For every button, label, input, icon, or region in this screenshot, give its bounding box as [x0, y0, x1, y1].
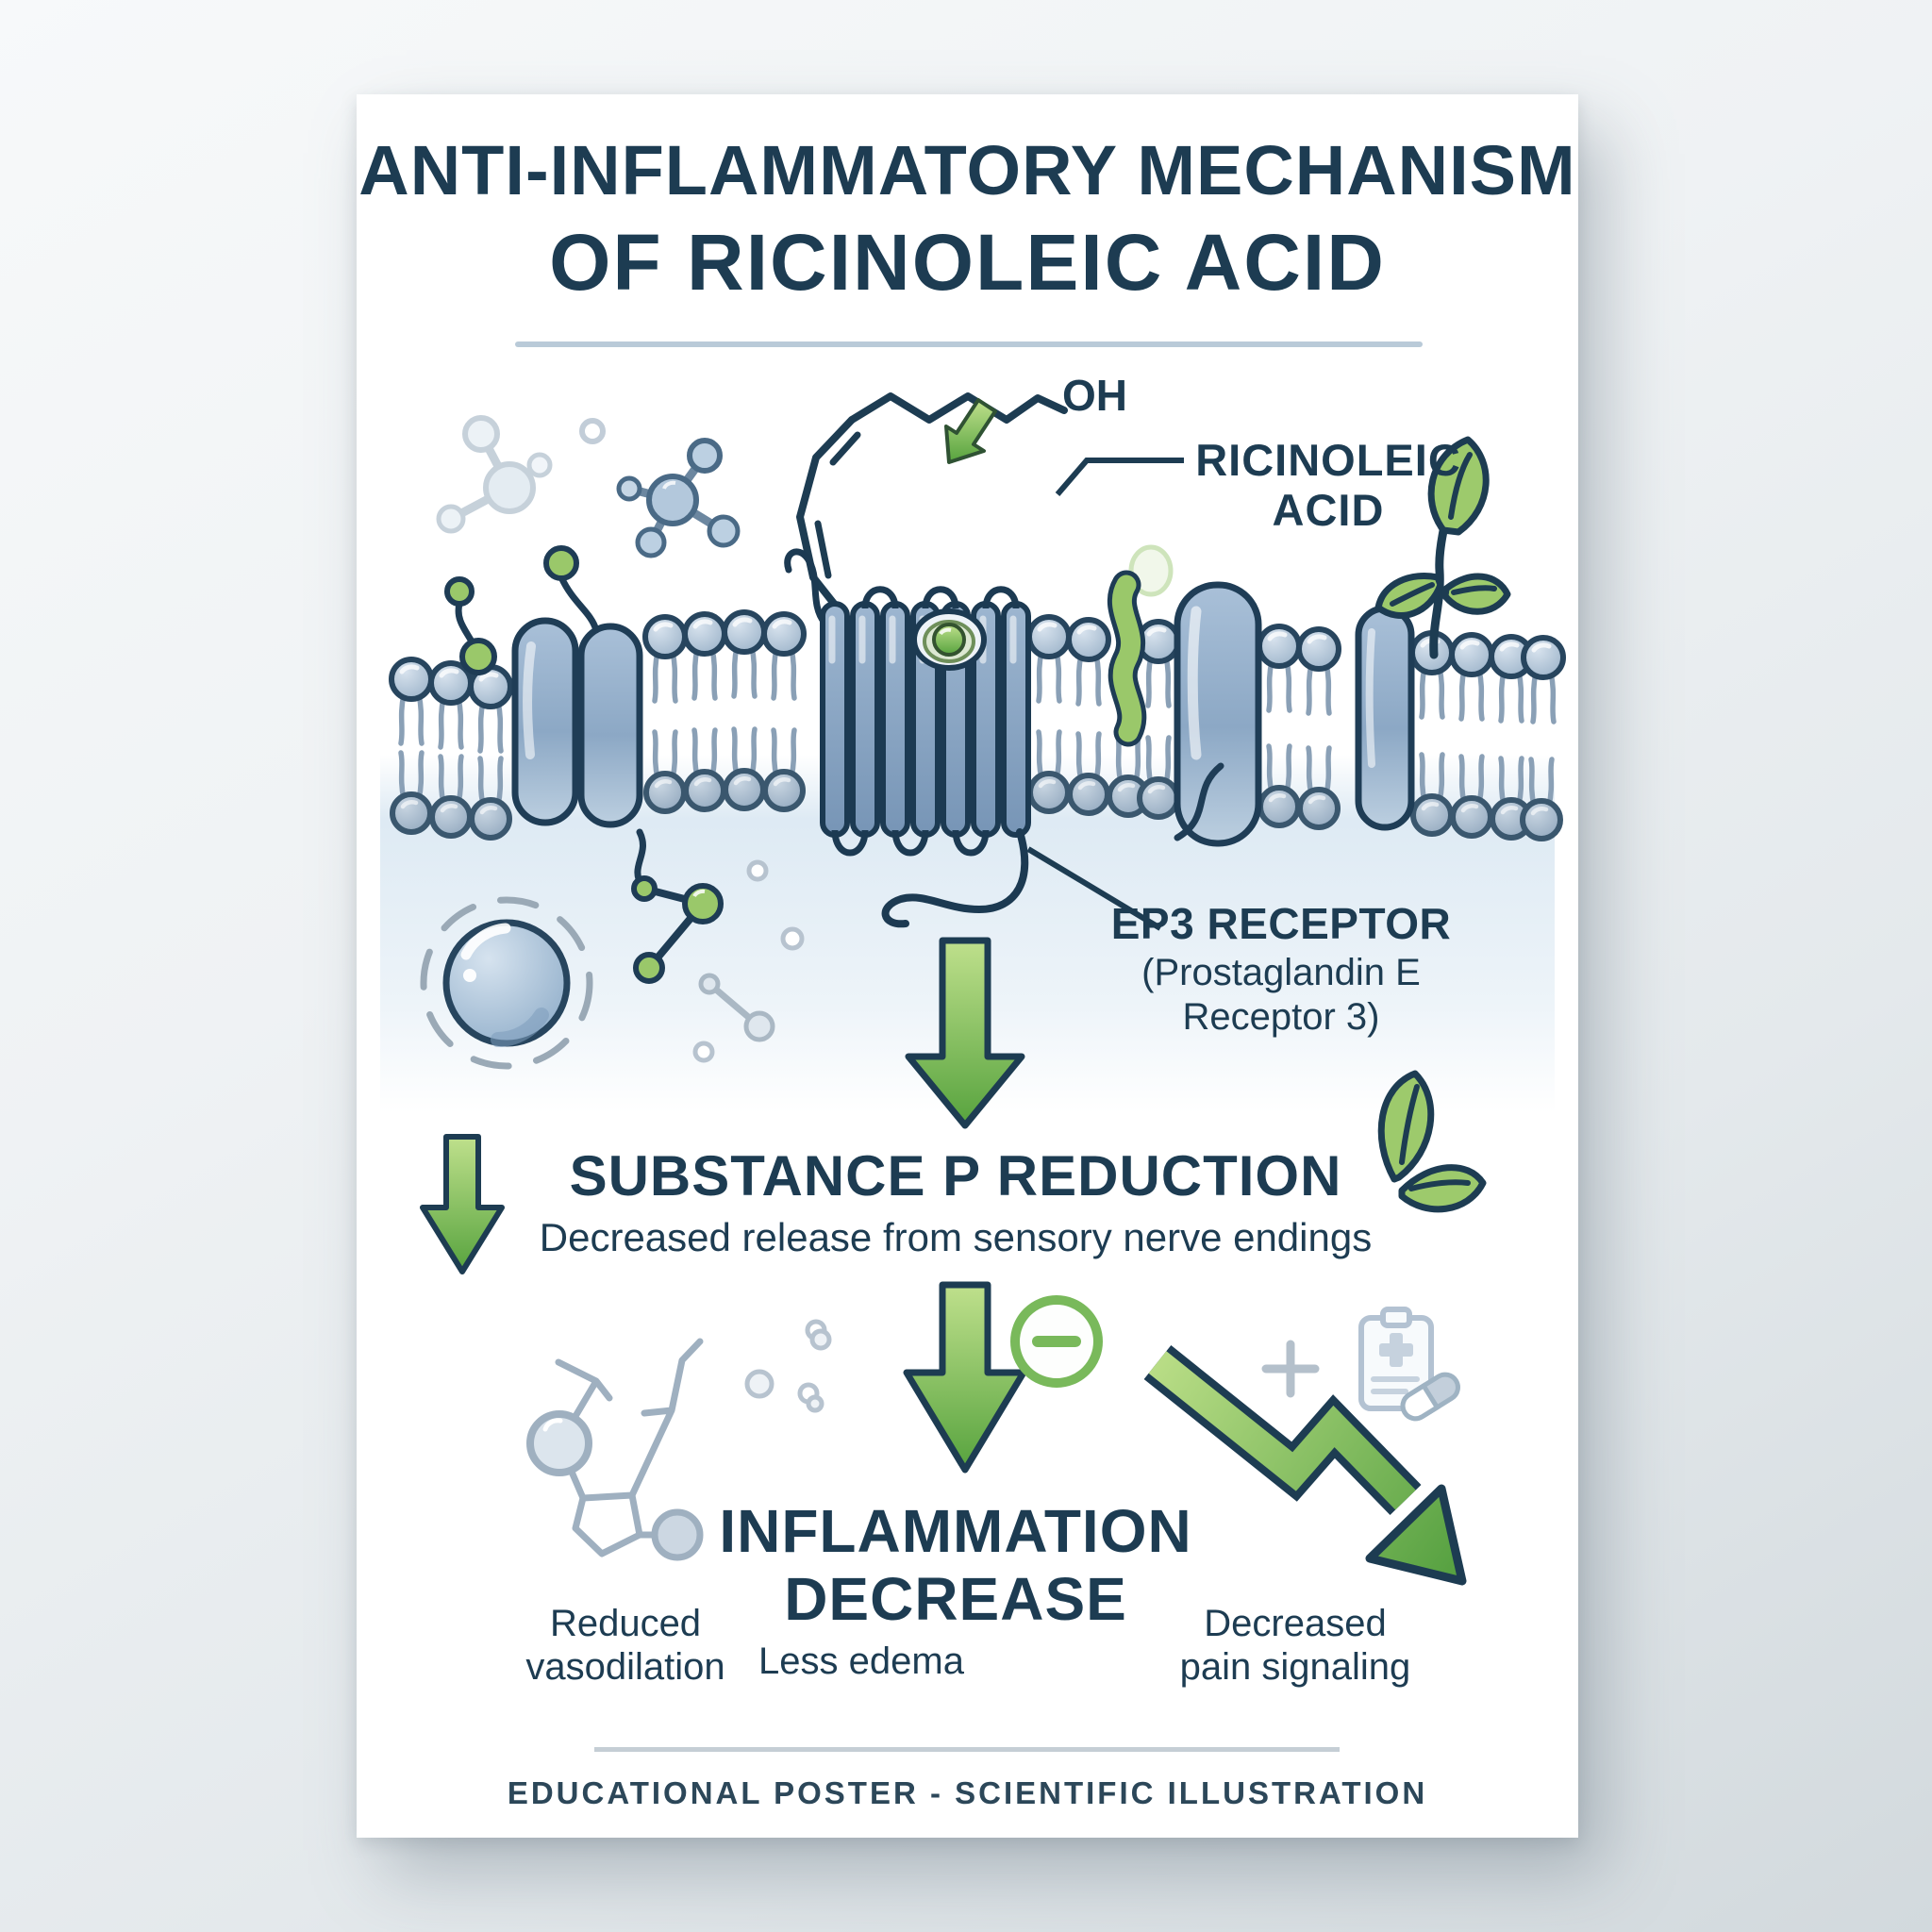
blue-molecule-icon: [616, 438, 741, 558]
ep3-receptor: [784, 548, 1031, 928]
ep3-subtitle-line1: (Prostaglandin E: [1141, 952, 1421, 993]
footer-divider: [594, 1747, 1340, 1752]
outcome-3-line1: Decreased: [1204, 1603, 1387, 1644]
down-arrow-3-icon: [903, 1281, 1027, 1474]
clipboard-medical-icon: [1358, 1307, 1434, 1411]
poster-title-line-2: OF RICINOLEIC ACID: [549, 218, 1386, 307]
ligand-entry-arrow-icon: [944, 398, 997, 464]
substance-p-title: SUBSTANCE P REDUCTION: [569, 1144, 1342, 1208]
pill-icon: [1400, 1372, 1460, 1422]
faded-molecule-icon: [436, 415, 553, 534]
ricinoleic-callout-line: [1055, 458, 1184, 496]
title-divider: [515, 341, 1423, 347]
poster: ANTI-INFLAMMATORY MECHANISM OF RICINOLEI…: [357, 94, 1578, 1838]
bubble-icon: [806, 1394, 824, 1413]
outcome-2-line1: Less edema: [758, 1641, 964, 1682]
outcome-less-edema: Less edema: [720, 1640, 1003, 1683]
plus-icon: [1261, 1340, 1320, 1398]
molecule-network-icon: [526, 1338, 704, 1561]
membrane-protein-small: [1355, 605, 1415, 831]
leaf-pair-icon: [1377, 1070, 1487, 1213]
substance-p-molecules: [631, 828, 805, 1063]
outcome-1-line1: Reduced: [549, 1603, 702, 1644]
ep3-receptor-subtitle: (Prostaglandin E Receptor 3): [1088, 951, 1474, 1040]
membrane-peptide: [1107, 544, 1174, 747]
decline-arrow-icon: [1143, 1345, 1467, 1586]
poster-title-line-1: ANTI-INFLAMMATORY MECHANISM: [358, 131, 1576, 209]
oh-group-label: OH: [1062, 371, 1127, 420]
outcome-reduced-vasodilation: Reduced vasodilation: [479, 1602, 772, 1690]
membrane-protein-left: [511, 617, 643, 828]
bubble-icon: [809, 1328, 832, 1351]
inflammation-decrease-title: INFLAMMATION DECREASE: [578, 1497, 1333, 1633]
receptor-c-terminus: [881, 828, 1029, 928]
down-arrow-2-icon: [420, 1134, 505, 1274]
outcome-decreased-pain: Decreased pain signaling: [1140, 1602, 1451, 1690]
ep3-subtitle-line2: Receptor 3): [1182, 996, 1380, 1039]
cell-sphere-icon: [420, 896, 593, 1070]
outcome-1-line2: vasodilation: [525, 1646, 725, 1689]
down-arrow-1-icon: [905, 937, 1025, 1129]
surface-ligands: [444, 545, 600, 675]
footer-text: EDUCATIONAL POSTER - SCIENTIFIC ILLUSTRA…: [507, 1775, 1428, 1810]
bubble-icon: [744, 1369, 774, 1399]
ep3-callout-line: [1026, 846, 1162, 931]
inflammation-title-line1: INFLAMMATION: [719, 1497, 1192, 1565]
leaf-sprout-icon: [1374, 436, 1511, 659]
bubble-icon: [579, 418, 606, 444]
ricinoleic-acid-label-line1: RICINOLEIC: [1195, 435, 1461, 485]
receptor-binding-pocket: [911, 608, 987, 671]
ep3-receptor-label: EP3 RECEPTOR: [1110, 899, 1452, 948]
substance-p-subtitle: Decreased release from sensory nerve end…: [539, 1215, 1373, 1259]
outcome-3-line2: pain signaling: [1179, 1646, 1411, 1689]
ricinoleic-acid-label: RICINOLEIC ACID: [1154, 435, 1503, 535]
illustration-canvas: [380, 392, 1578, 1586]
ricinoleic-acid-label-line2: ACID: [1272, 484, 1385, 535]
membrane-protein-right: [1174, 581, 1262, 847]
inflammation-title-line2: DECREASE: [784, 1564, 1127, 1633]
cell-membrane: [391, 436, 1563, 928]
minus-circle-icon: [1010, 1295, 1103, 1388]
